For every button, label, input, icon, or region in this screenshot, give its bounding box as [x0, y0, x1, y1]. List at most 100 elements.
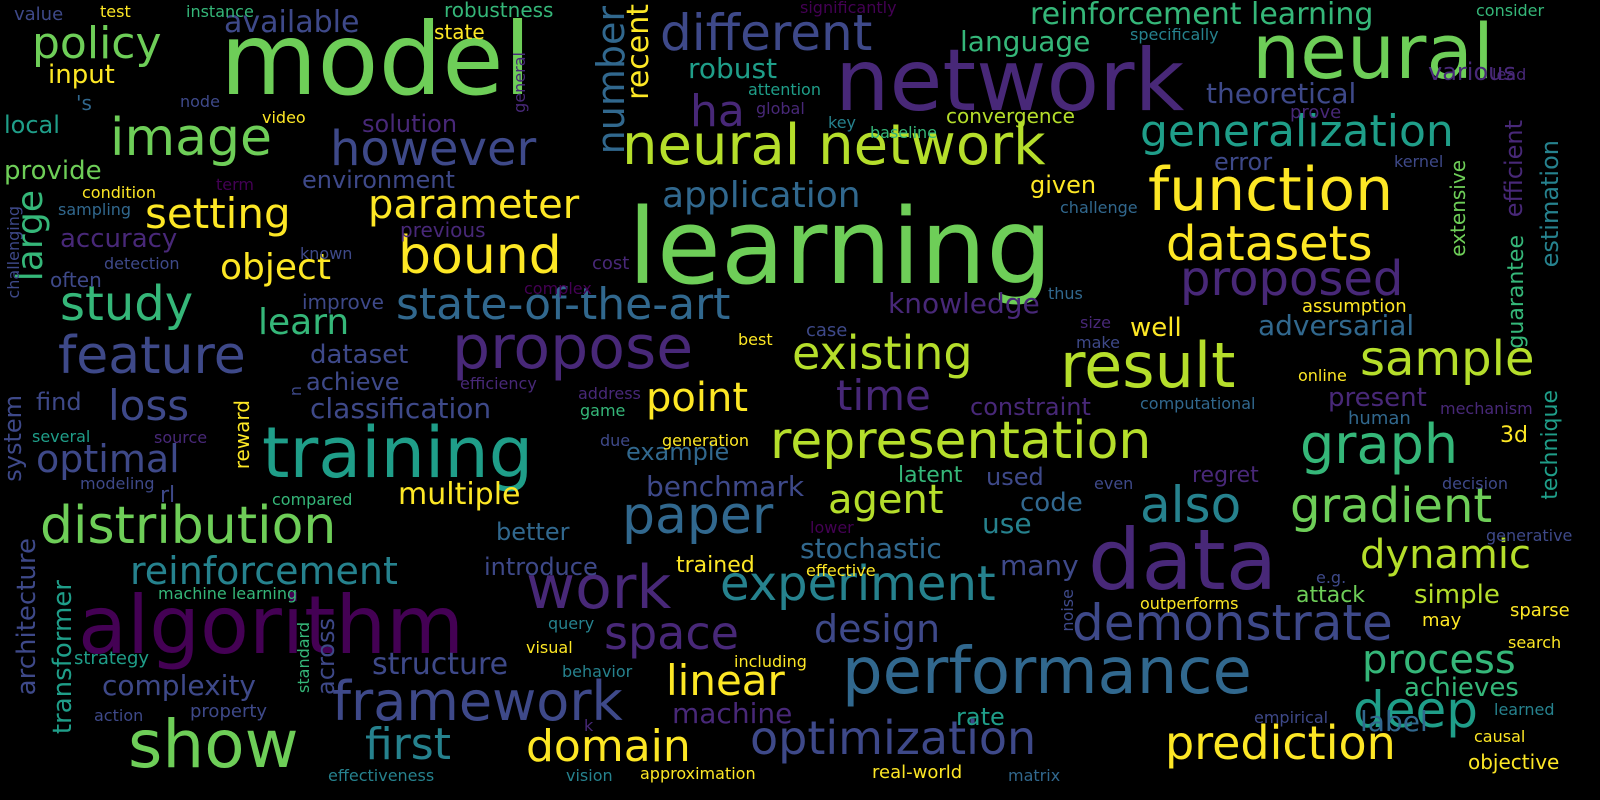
- word-computational: computational: [1140, 394, 1256, 413]
- word-agent: agent: [828, 477, 944, 523]
- word-size: size: [1080, 313, 1112, 332]
- word-e-g: e.g.: [1316, 568, 1347, 587]
- word-solution: solution: [362, 110, 458, 138]
- word-learn: learn: [258, 302, 350, 343]
- word-general: general: [510, 52, 529, 113]
- word-demonstrate: demonstrate: [1072, 594, 1393, 652]
- word-local: local: [4, 111, 60, 139]
- word-rl: rl: [160, 483, 176, 508]
- word-achieve: achieve: [306, 368, 400, 396]
- word-result: result: [1060, 329, 1236, 402]
- word-prediction: prediction: [1165, 716, 1396, 770]
- word-example: example: [626, 438, 730, 466]
- word-game: game: [580, 401, 626, 420]
- word-state-of-the-art: state-of-the-art: [396, 279, 731, 330]
- word-experiment: experiment: [720, 556, 996, 612]
- word-bound: bound: [398, 226, 562, 286]
- word-approximation: approximation: [640, 764, 756, 783]
- word-code: code: [1020, 488, 1083, 518]
- word-propose: propose: [452, 313, 694, 383]
- word-feature: feature: [58, 326, 246, 386]
- word-decision: decision: [1442, 474, 1508, 493]
- word-address: address: [578, 384, 641, 403]
- word-achieves: achieves: [1404, 673, 1519, 703]
- word-study: study: [60, 276, 194, 332]
- word-cost: cost: [592, 253, 630, 274]
- word-generative: generative: [1486, 526, 1573, 545]
- word-online: online: [1298, 366, 1347, 385]
- word-standard: standard: [294, 622, 313, 693]
- word-technique: technique: [1538, 390, 1563, 500]
- word-datasets: datasets: [1166, 216, 1373, 272]
- word-well: well: [1130, 313, 1182, 343]
- word-label: label: [1360, 705, 1428, 738]
- word-lead: lead: [1492, 65, 1527, 84]
- word-sample: sample: [1360, 331, 1535, 387]
- word-make: make: [1076, 333, 1120, 352]
- word-behavior: behavior: [562, 662, 633, 681]
- word-input: input: [48, 60, 115, 90]
- word-neural-network: neural network: [622, 113, 1046, 178]
- word-condition: condition: [82, 183, 156, 202]
- word-rate: rate: [956, 703, 1005, 731]
- word-framework: framework: [332, 670, 623, 733]
- word-complex: complex: [524, 279, 592, 298]
- word-detection: detection: [104, 254, 180, 273]
- word-sparse: sparse: [1510, 600, 1570, 621]
- word-benchmark: benchmark: [646, 470, 805, 503]
- word-real-world: real-world: [872, 762, 963, 783]
- word-empirical: empirical: [1254, 708, 1329, 727]
- word-challenge: challenge: [1060, 198, 1138, 217]
- word-used: used: [986, 463, 1044, 491]
- word-lower: lower: [810, 518, 854, 537]
- word-latent: latent: [898, 463, 963, 488]
- word-video: video: [262, 108, 306, 127]
- word-robust: robust: [688, 52, 778, 85]
- word-different: different: [660, 4, 873, 62]
- word-various: various: [1428, 58, 1516, 86]
- word-domain: domain: [526, 721, 691, 772]
- word-space: space: [604, 606, 739, 660]
- word-ha: ha: [690, 86, 745, 137]
- word-n: n: [286, 386, 305, 397]
- word-visual: visual: [526, 638, 573, 657]
- word-often: often: [50, 268, 102, 292]
- word-generalization: generalization: [1140, 106, 1454, 157]
- word-transformer: transformer: [48, 580, 78, 735]
- word-model: model: [220, 1, 532, 118]
- word-policy: policy: [32, 18, 162, 69]
- word-training: training: [262, 412, 534, 494]
- word-key: key: [828, 113, 857, 132]
- word-classification: classification: [310, 392, 492, 425]
- word-instance: instance: [186, 2, 254, 21]
- word-attention: attention: [748, 80, 821, 99]
- word-learning: learning: [628, 186, 1053, 308]
- word-several: several: [32, 427, 91, 446]
- word-linear: linear: [666, 656, 785, 705]
- word-setting: setting: [145, 189, 291, 238]
- word-even: even: [1094, 474, 1134, 493]
- word-data: data: [1088, 511, 1278, 609]
- word-work: work: [526, 553, 672, 623]
- word-convergence: convergence: [946, 104, 1075, 128]
- word-extensive: extensive: [1446, 160, 1470, 257]
- word-best: best: [738, 330, 773, 349]
- word-human: human: [1348, 408, 1411, 429]
- word-function: function: [1148, 155, 1394, 225]
- word-attack: attack: [1296, 583, 1366, 608]
- word-dynamic: dynamic: [1360, 532, 1531, 578]
- word-trained: trained: [676, 553, 755, 578]
- word-significantly: significantly: [800, 0, 897, 17]
- word-challenging: challenging: [4, 206, 23, 299]
- word-regret: regret: [1192, 463, 1259, 488]
- word-theoretical: theoretical: [1206, 77, 1357, 110]
- word-across: across: [312, 618, 340, 695]
- word-matrix: matrix: [1008, 766, 1061, 785]
- word-guarantee: guarantee: [1504, 235, 1529, 349]
- word-due: due: [600, 431, 631, 450]
- word-estimation: estimation: [1536, 140, 1564, 268]
- word-graph: graph: [1300, 413, 1459, 476]
- word-parameter: parameter: [368, 182, 580, 228]
- word-reinforcement: reinforcement: [130, 549, 398, 593]
